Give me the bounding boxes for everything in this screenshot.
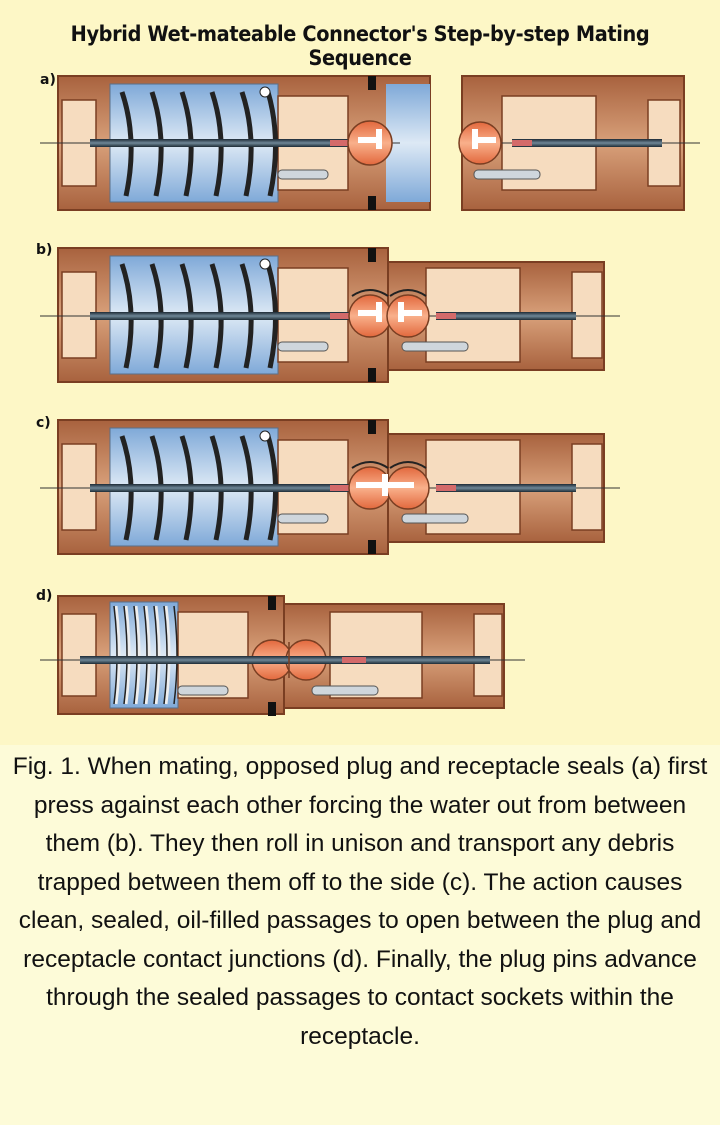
step-a-receptacle	[458, 75, 700, 211]
step-b-assembly	[40, 247, 620, 383]
step-d-assembly	[40, 595, 525, 716]
figure-title: Hybrid Wet-mateable Connector's Step-by-…	[70, 22, 650, 70]
step-label-d: d)	[36, 588, 53, 604]
figure-caption: Fig. 1. When mating, opposed plug and re…	[12, 753, 708, 1050]
step-label-b: b)	[36, 242, 53, 258]
step-label-c: c)	[36, 415, 51, 431]
figure-area: Hybrid Wet-mateable Connector's Step-by-…	[0, 0, 720, 745]
connector-diagram	[40, 75, 700, 716]
step-label-a: a)	[40, 72, 56, 88]
step-a-plug	[40, 75, 431, 211]
step-c-assembly	[40, 419, 620, 555]
